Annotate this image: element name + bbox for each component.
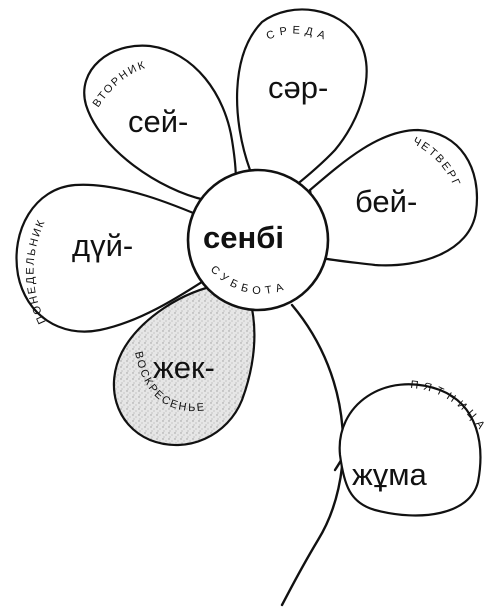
prefix-tuesday: сей- <box>128 104 188 139</box>
petal-thursday <box>308 128 479 267</box>
prefix-thursday: бей- <box>355 184 417 219</box>
prefix-wednesday: сәр- <box>268 70 328 105</box>
leaf-friday <box>338 383 482 517</box>
petal-monday <box>15 183 212 333</box>
leaf-word: жұма <box>352 457 428 492</box>
prefix-sunday: жек- <box>153 350 215 385</box>
flower-center-saturday <box>186 168 330 312</box>
petal-wednesday <box>235 8 368 192</box>
petal-tuesday <box>83 44 237 207</box>
prefix-monday: дүй- <box>72 228 133 263</box>
stem <box>280 303 345 607</box>
center-word: сенбі <box>203 220 284 255</box>
petal-sunday <box>112 283 256 447</box>
